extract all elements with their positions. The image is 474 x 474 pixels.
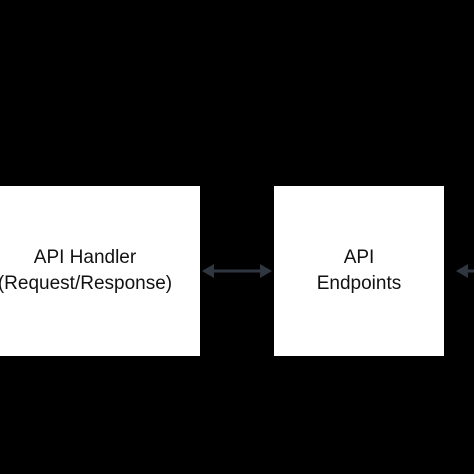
node-api-endpoints: API Endpoints <box>274 186 444 356</box>
node-api-handler: API Handler (Request/Response) <box>0 186 200 356</box>
node-api-handler-line-2: (Request/Response) <box>0 273 173 294</box>
node-api-endpoints-line-2: Endpoints <box>316 273 402 294</box>
edge-endpoints-offscreen <box>456 264 474 278</box>
node-api-handler-line-1: API Handler <box>33 247 137 268</box>
edge-handler-endpoints-arrowhead-left <box>202 264 214 278</box>
edge-handler-endpoints-arrowhead-right <box>260 264 272 278</box>
node-api-endpoints-line-1: API <box>343 247 375 268</box>
edge-handler-endpoints <box>202 264 272 278</box>
edge-endpoints-offscreen-arrowhead <box>456 264 468 278</box>
